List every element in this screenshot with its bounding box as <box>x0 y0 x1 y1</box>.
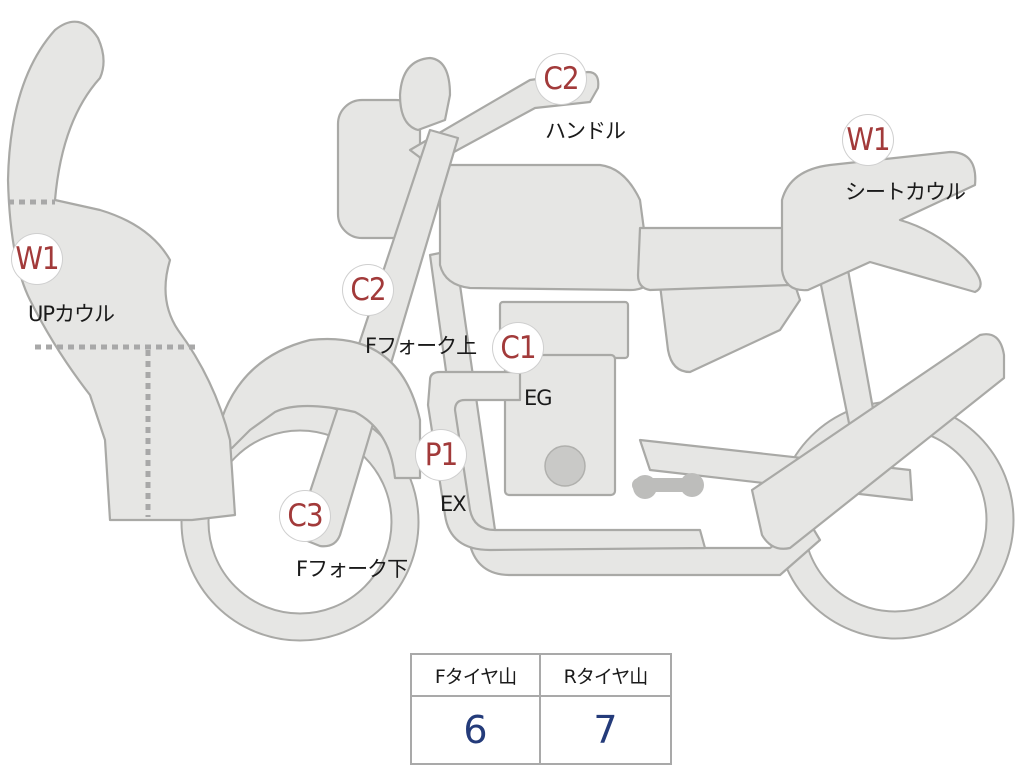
label-fork-upper: Fフォーク上 <box>365 330 476 360</box>
callout-c2-fork-upper[interactable]: C2 <box>343 265 393 315</box>
label-seat-cowl: シートカウル <box>845 176 965 206</box>
front-tire-tread-value: 6 <box>412 697 541 763</box>
callout-c3-fork-lower[interactable]: C3 <box>280 491 330 541</box>
callout-c2-handle[interactable]: C2 <box>536 54 586 104</box>
front-tire-tread-header: Fタイヤ山 <box>412 655 541 697</box>
label-handle: ハンドル <box>545 115 625 145</box>
mirror <box>400 58 450 130</box>
rear-tire-tread-value: 7 <box>541 697 670 763</box>
seat <box>638 228 800 290</box>
label-exhaust: EX <box>440 492 466 516</box>
label-engine: EG <box>524 386 552 410</box>
tire-tread-table: Fタイヤ山 Rタイヤ山 6 7 <box>410 653 672 765</box>
fuel-tank <box>440 165 650 290</box>
label-fork-lower: Fフォーク下 <box>296 553 407 583</box>
label-up-cowl: UPカウル <box>28 298 114 328</box>
callout-w1-up-cowl[interactable]: W1 <box>12 234 62 284</box>
callout-c1-engine[interactable]: C1 <box>493 323 543 373</box>
engine-cover <box>545 446 585 486</box>
seat-cowl <box>782 152 981 292</box>
callout-p1-exhaust[interactable]: P1 <box>416 430 466 480</box>
rear-tire-tread-header: Rタイヤ山 <box>541 655 670 697</box>
rear-shock <box>820 270 875 428</box>
callout-w1-seat-cowl[interactable]: W1 <box>843 115 893 165</box>
